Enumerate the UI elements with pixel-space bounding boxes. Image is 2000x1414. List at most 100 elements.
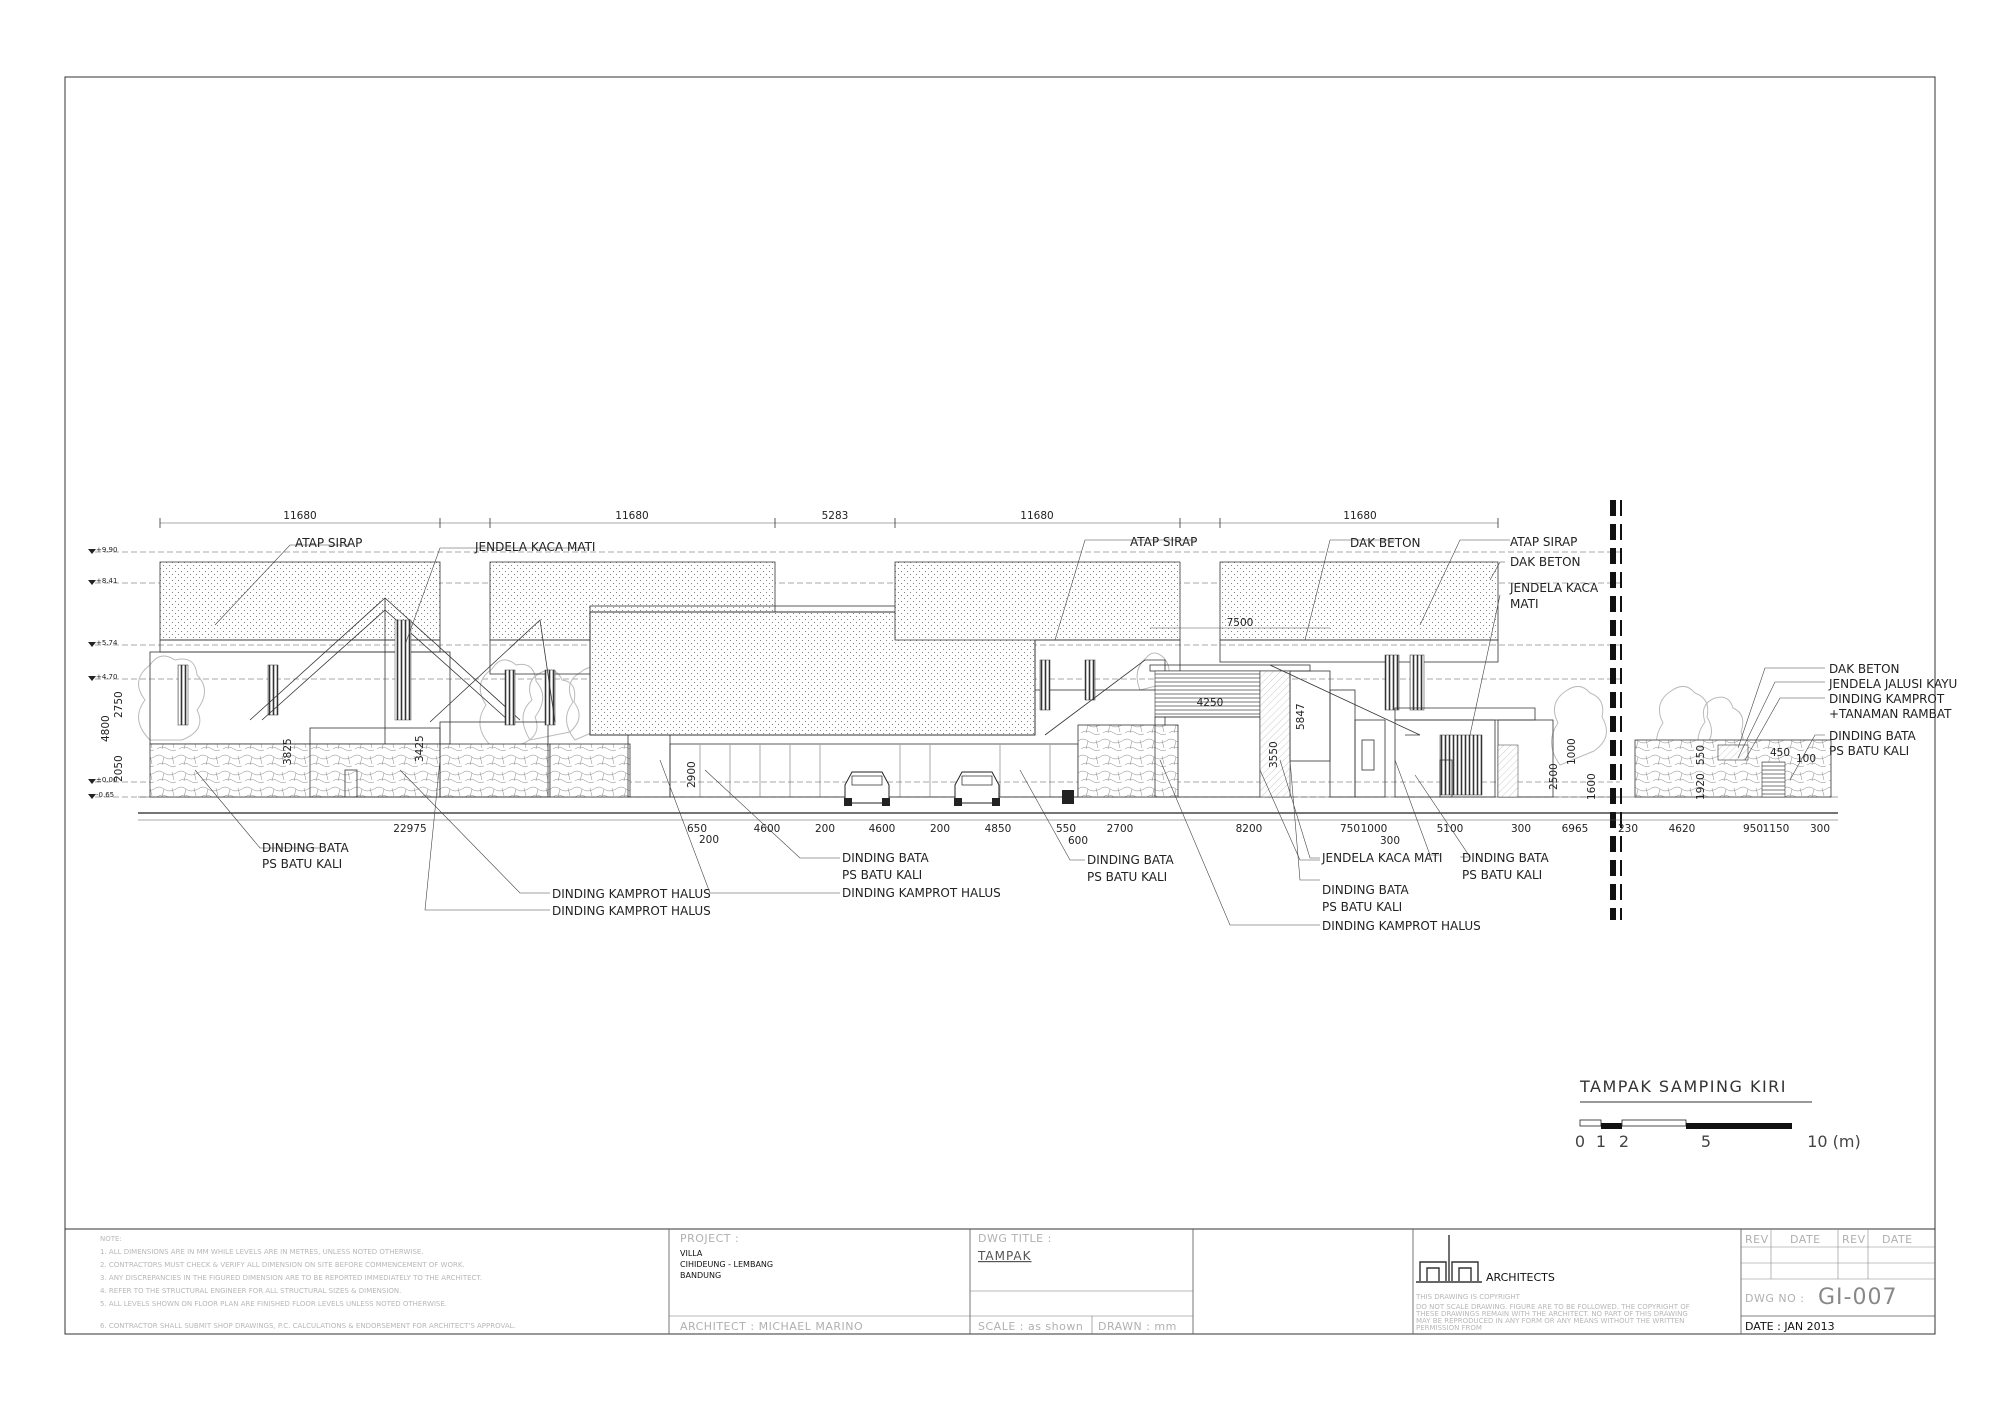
dimension-value: 4250 [1197,697,1224,709]
notes-heading: NOTE: [100,1235,122,1243]
level-marker: -0.65 [88,791,114,799]
scale-label: SCALE : as shown [978,1320,1083,1333]
callout-dinding-kamprot-halus: DINDING KAMPROT HALUS [1322,919,1481,933]
dimension-value: 300 [1380,835,1400,847]
project-heading: PROJECT : [680,1232,739,1245]
callout-tanaman-rambat: +TANAMAN RAMBAT [1829,707,1952,721]
copyright-line: PERMISSION FROM [1416,1324,1482,1332]
block-d [1219,561,1554,798]
dimension-value: 1000 [1361,823,1388,835]
dimension-value: 4850 [985,823,1012,835]
callout-dak-beton: DAK BETON [1829,662,1900,676]
dwg-title-heading: DWG TITLE : [978,1232,1052,1245]
dimension-value: 1150 [1763,823,1790,835]
copyright-line: THESE DRAWINGS REMAIN WITH THE ARCHITECT… [1415,1310,1688,1318]
callout-labels: ATAP SIRAP JENDELA KACA MATI ATAP SIRAP … [262,535,1957,933]
copyright-line: MAY BE REPRODUCED IN ANY FORM OR ANY MEA… [1416,1317,1684,1325]
project-line: BANDUNG [680,1271,721,1280]
scale-bar: 0 1 2 5 10 (m) [1575,1119,1861,1151]
callout-ps-batu-kali: PS BATU KALI [1829,744,1909,758]
dwg-no-label: DWG NO : [1745,1292,1804,1305]
dimension-value: 1000 [1566,738,1578,765]
project-line: CIHIDEUNG - LEMBANG [680,1260,773,1269]
vertical-dimensions: 2750 4800 2050 3825 3425 2900 3550 5847 … [100,691,1816,800]
dimension-value: 4620 [1669,823,1696,835]
callout-ps-batu-kali: PS BATU KALI [1087,870,1167,884]
dimension-value: 6965 [1562,823,1589,835]
level-marker: +5.74 [88,639,118,647]
dimension-value: 11680 [1343,510,1376,522]
callout-dak-beton: DAK BETON [1510,555,1581,569]
dimension-value: 11680 [283,510,316,522]
break-line [1610,500,1622,920]
callout-jendela-kaca-mati: JENDELA KACA MATI [1321,851,1442,865]
copyright-line: DO NOT SCALE DRAWING. FIGURE ARE TO BE F… [1416,1303,1690,1311]
drawing-title: TAMPAK SAMPING KIRI [1579,1077,1787,1096]
level-value: +4.70 [96,673,117,681]
dimension-value: 2750 [113,691,125,718]
callout-dinding-kamprot-halus: DINDING KAMPROT HALUS [552,904,711,918]
dimension-value: 200 [930,823,950,835]
firm-name: ARCHITECTS [1486,1271,1555,1284]
drawing-title-block: TAMPAK SAMPING KIRI 0 1 2 5 10 (m) [1575,1077,1861,1151]
drawn-label: DRAWN : mm [1098,1320,1177,1333]
note-line: 3. ANY DISCREPANCIES IN THE FIGURED DIME… [100,1274,482,1282]
dimension-value: 750 [1340,823,1360,835]
note-line: 5. ALL LEVELS SHOWN ON FLOOR PLAN ARE FI… [100,1300,447,1308]
note-line: 4. REFER TO THE STRUCTURAL ENGINEER FOR … [100,1287,401,1295]
callout-dinding-kamprot-halus: DINDING KAMPROT HALUS [552,887,711,901]
dimension-value: 650 [687,823,707,835]
level-value: +9.90 [96,546,117,554]
level-marker: +8.41 [88,577,117,585]
level-marker: ±0.00 [88,776,117,784]
dimension-value: 8200 [1236,823,1263,835]
callout-dinding-kamprot: DINDING KAMPROT [1829,692,1945,706]
dimension-value: 450 [1770,747,1790,759]
drawing-date: DATE : JAN 2013 [1745,1320,1835,1333]
callout-dinding-bata: DINDING BATA [842,851,930,865]
callout-ps-batu-kali: PS BATU KALI [842,868,922,882]
dimension-value: 550 [1695,745,1707,765]
dimension-value: 300 [1511,823,1531,835]
level-value: +8.41 [96,577,117,585]
level-value: ±0.00 [96,776,117,784]
note-line: 6. CONTRACTOR SHALL SUBMIT SHOP DRAWINGS… [100,1322,516,1330]
dimension-value: 600 [1068,835,1088,847]
dimension-value: 5283 [822,510,849,522]
copyright-line: THIS DRAWING IS COPYRIGHT [1415,1293,1521,1301]
callout-dinding-bata: DINDING BATA [1829,729,1917,743]
callout-dinding-bata: DINDING BATA [1322,883,1410,897]
car [954,771,1000,806]
dimension-value: 550 [1056,823,1076,835]
dimension-value: 4600 [754,823,781,835]
firm-logo [1416,1235,1482,1283]
dimension-value: 1920 [1695,773,1707,800]
date-header: DATE [1882,1233,1913,1246]
dimension-value: 5100 [1437,823,1464,835]
callout-mati: MATI [1510,597,1539,611]
leader-lines [194,539,1825,926]
dimension-value: 1600 [1586,773,1598,800]
gate-detail [1634,739,1832,798]
callout-jendela-kaca-mati: JENDELA KACA MATI [474,540,595,554]
dimension-value: 2500 [1548,763,1560,790]
dimension-value: 11680 [615,510,648,522]
dimension-value: 3425 [414,735,426,762]
dimension-value: 4800 [100,715,112,742]
roof-atap-sirap [1219,561,1499,641]
dimension-value: 2900 [686,761,698,788]
date-header: DATE [1790,1233,1821,1246]
general-notes: NOTE: 1. ALL DIMENSIONS ARE IN MM WHILE … [100,1235,516,1330]
dimension-value: 2700 [1107,823,1134,835]
title-block: NOTE: 1. ALL DIMENSIONS ARE IN MM WHILE … [65,1228,1935,1334]
scale-tick-label: 10 (m) [1807,1132,1861,1151]
dimension-value: 11680 [1020,510,1053,522]
dimension-value: 4600 [869,823,896,835]
dimension-value: 3550 [1268,741,1280,768]
block-a [149,561,551,798]
firm-info: ARCHITECTS THIS DRAWING IS COPYRIGHT DO … [1415,1235,1690,1332]
note-line: 1. ALL DIMENSIONS ARE IN MM WHILE LEVELS… [100,1248,424,1256]
dwg-title-info: DWG TITLE : TAMPAK SCALE : as shown DRAW… [977,1232,1177,1333]
callout-atap-sirap: ATAP SIRAP [1130,535,1197,549]
rev-header: REV [1745,1233,1769,1246]
